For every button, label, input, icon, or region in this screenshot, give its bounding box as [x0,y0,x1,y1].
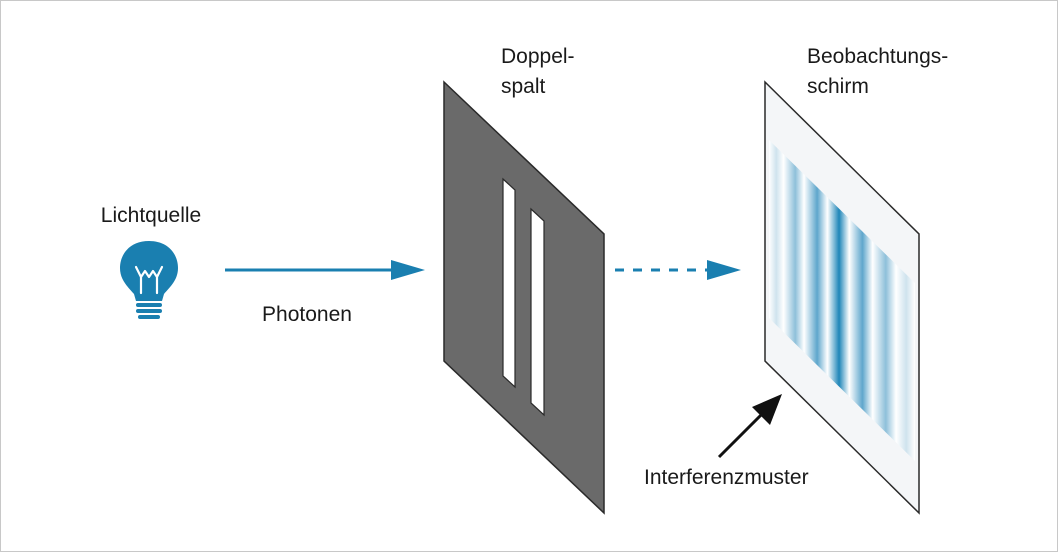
dashed-arrow [615,260,741,280]
photon-arrow [225,260,425,280]
screen-label-line1: Beobachtungs- [807,45,948,68]
double-slit-label-line2: spalt [501,75,546,98]
light-source-label: Lichtquelle [101,204,201,227]
slit-left [502,177,516,389]
interference-pattern-label: Interferenzmuster [644,466,809,489]
lightbulb-icon [120,241,178,319]
pointer-arrow [717,394,782,459]
observation-screen [764,80,920,515]
photons-label: Photonen [262,303,352,326]
double-slit-label-line1: Doppel- [501,45,575,68]
double-slit-plate [443,80,605,515]
screen-label-line2: schirm [807,75,869,98]
interference-pattern [769,140,915,461]
slit-right [530,207,545,417]
